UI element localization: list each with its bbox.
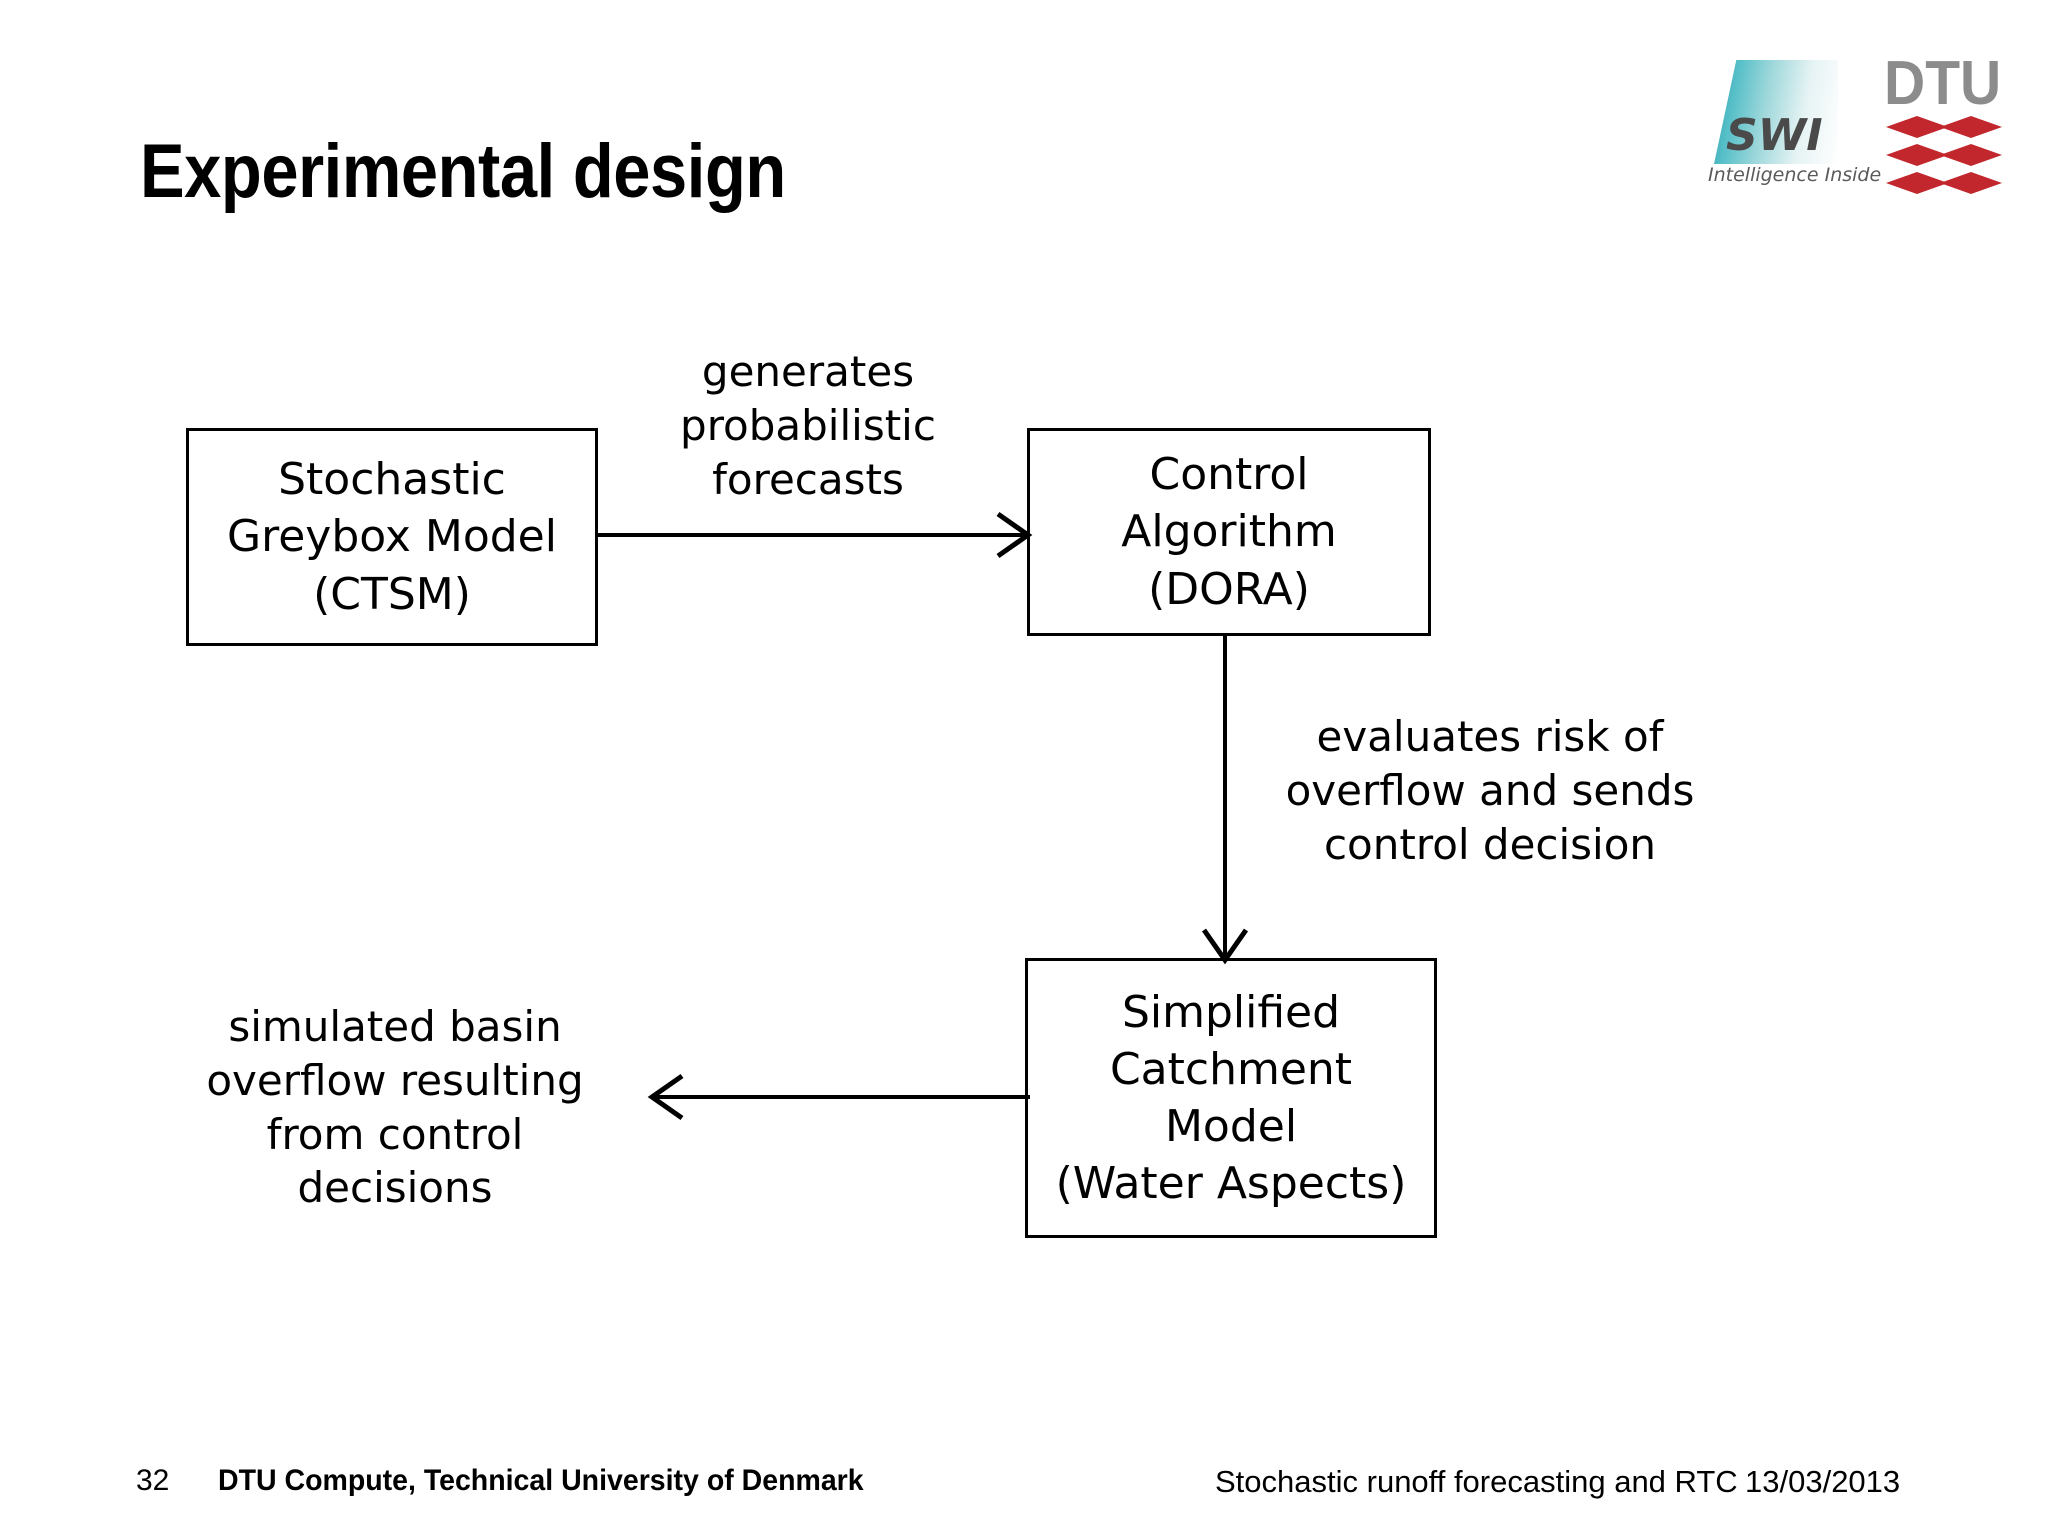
arrow-greybox-to-control <box>598 511 1033 559</box>
footer-page-number: 32 <box>136 1464 170 1497</box>
dtu-diamond-row-icon <box>1886 144 2002 166</box>
edge-label-line: overflow resulting <box>206 1055 584 1105</box>
node-line: Catchment <box>1109 1043 1353 1095</box>
arrow-control-to-catchment <box>1201 636 1249 965</box>
diagram-node-control-algorithm: Control Algorithm (DORA) <box>1027 428 1431 636</box>
edge-label-line: simulated basin <box>228 1002 562 1051</box>
node-line: (DORA) <box>1148 563 1310 615</box>
node-line: (Water Aspects) <box>1055 1158 1407 1210</box>
dtu-diamond-icon <box>1886 172 1948 194</box>
node-line: Greybox Model <box>227 511 557 563</box>
edge-label-line: evaluates risk of <box>1316 712 1664 761</box>
swi-tagline: Intelligence Inside <box>1708 164 1882 186</box>
node-line: Stochastic <box>278 454 506 506</box>
footer-date: 13/03/2013 <box>1745 1464 1901 1499</box>
footer-subject: Stochastic runoff forecasting and RTC <box>1215 1464 1738 1499</box>
dtu-diamond-icon <box>1886 144 1948 166</box>
node-line: Control <box>1149 449 1309 501</box>
dtu-diamond-row-icon <box>1886 172 2002 194</box>
edge-label-evaluates-risk: evaluates risk of overflow and sends con… <box>1250 710 1730 871</box>
swi-wordmark: SWI <box>1726 110 1823 161</box>
edge-label-line: probabilistic <box>680 400 936 450</box>
edge-label-line: generates <box>701 347 915 396</box>
dtu-diamond-icon <box>1940 172 2002 194</box>
edge-label-line: from control <box>266 1109 524 1159</box>
page-title: Experimental design <box>140 129 786 214</box>
dtu-diamond-row-icon <box>1886 116 2002 138</box>
edge-label-line: forecasts <box>712 454 904 504</box>
node-line: Simplified <box>1121 986 1341 1038</box>
swi-logo: SWI Intelligence Inside <box>1706 60 1881 200</box>
dtu-logo: DTU <box>1884 48 2024 194</box>
node-line: (CTSM) <box>313 568 471 620</box>
footer-organization: DTU Compute, Technical University of Den… <box>218 1464 864 1497</box>
edge-label-line: overflow and sends <box>1285 765 1695 815</box>
diagram-node-catchment-model: Simplified Catchment Model (Water Aspect… <box>1025 958 1437 1238</box>
dtu-wordmark: DTU <box>1884 49 2002 118</box>
edge-label-simulated-overflow: simulated basin overflow resulting from … <box>175 1000 615 1215</box>
swi-gradient-shape-icon <box>1714 60 1838 164</box>
dtu-diamond-icon <box>1886 116 1948 138</box>
dtu-diamond-icon <box>1940 144 2002 166</box>
node-line: Model <box>1164 1101 1298 1152</box>
edge-label-line: control decision <box>1323 819 1657 869</box>
dtu-diamond-icon <box>1940 116 2002 138</box>
arrow-catchment-to-output <box>647 1073 1030 1121</box>
edge-label-line: decisions <box>297 1163 493 1213</box>
edge-label-generates-forecasts: generates probabilistic forecasts <box>608 345 1008 506</box>
diagram-node-greybox-model: Stochastic Greybox Model (CTSM) <box>186 428 598 646</box>
node-line: Algorithm <box>1121 506 1337 558</box>
